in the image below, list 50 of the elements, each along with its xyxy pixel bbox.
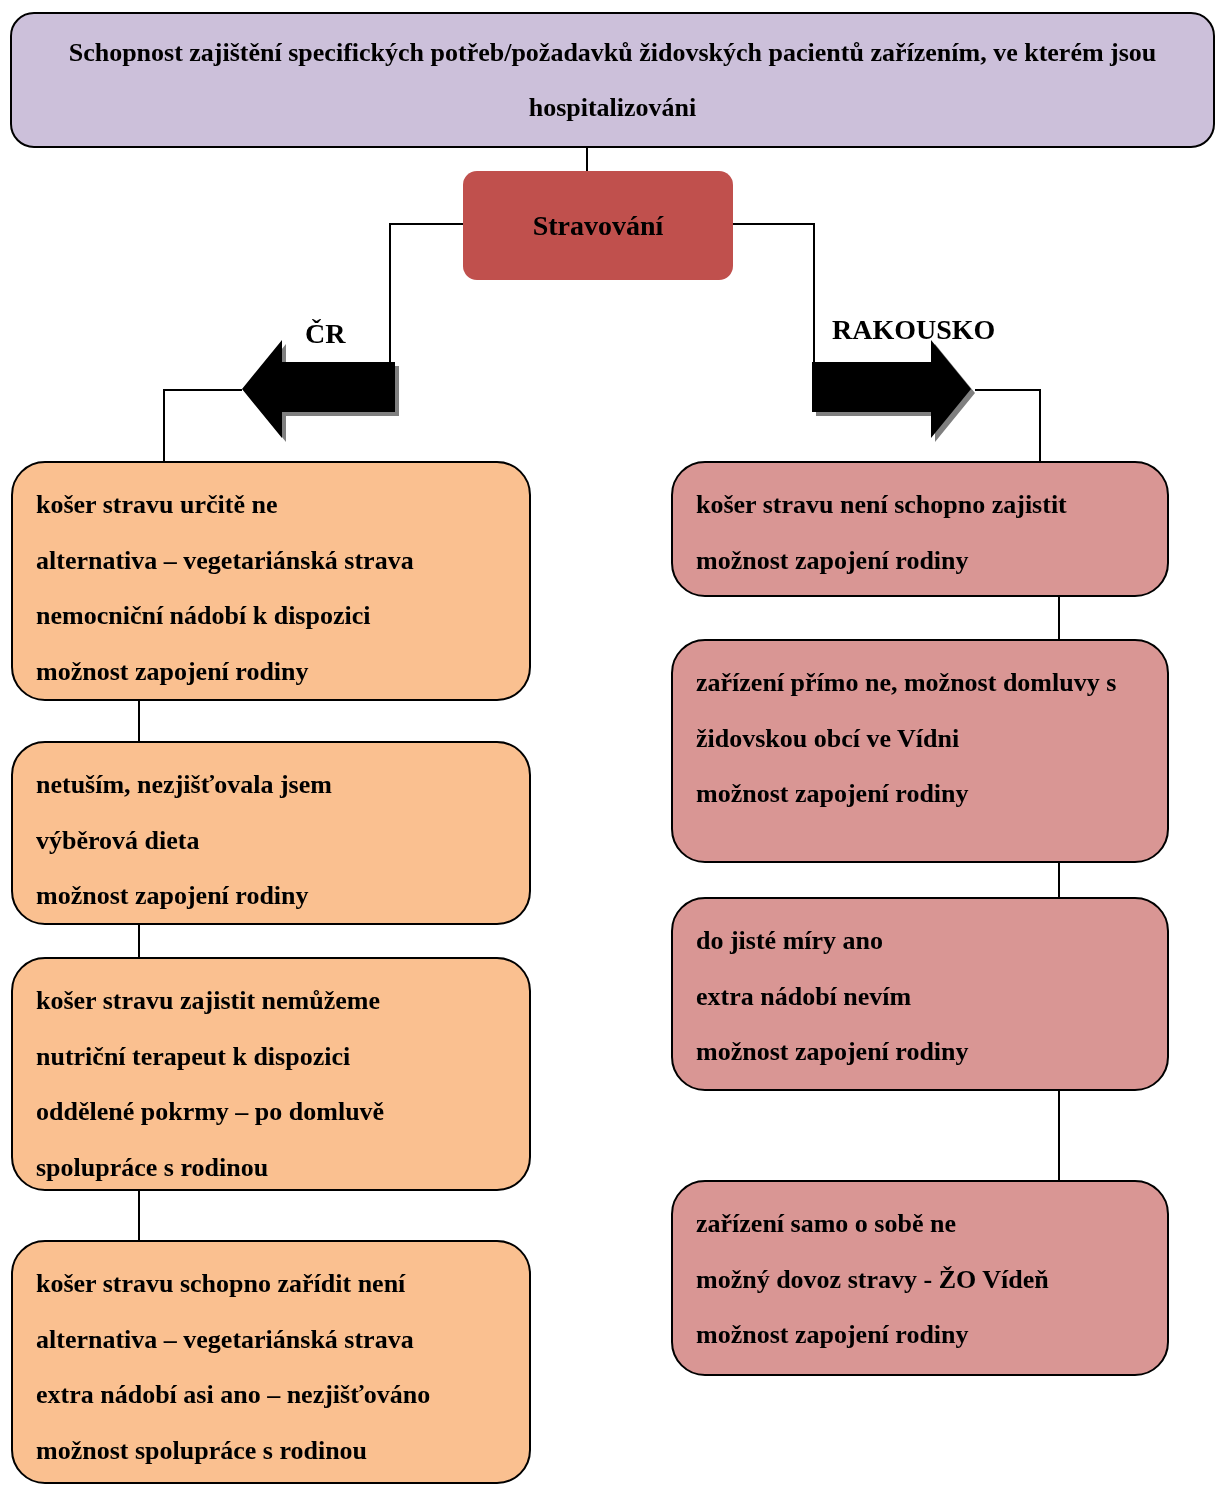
connector-line (389, 223, 464, 363)
answer-text: nutriční terapeut k dispozici (36, 1040, 352, 1073)
answer-box (11, 957, 531, 1191)
answer-text: možnost zapojení rodiny (696, 1036, 970, 1068)
connector-line (138, 924, 140, 958)
answer-text: extra nádobí asi ano – nezjišťováno (36, 1379, 432, 1411)
answer-text: možnost zapojení rodiny (696, 1319, 970, 1351)
answer-text: oddělené pokrmy – po domluvě (36, 1096, 386, 1128)
connector-line (732, 223, 815, 363)
answer-text: možnost spolupráce s rodinou (36, 1434, 369, 1467)
block-arrow (812, 340, 975, 442)
answer-text: alternativa – vegetariánská strava (36, 544, 415, 577)
answer-text: alternativa – vegetariánská strava (36, 1323, 415, 1356)
answer-text: do jisté míry ano (696, 925, 885, 957)
connector-line (1058, 1090, 1060, 1181)
country-label: ČR (305, 318, 346, 350)
connector-line (1058, 596, 1060, 640)
answer-box (11, 1240, 531, 1484)
answer-text: možnost zapojení rodiny (36, 655, 310, 688)
connector-line (163, 389, 243, 462)
category-label: Stravování (531, 208, 665, 243)
country-label: RAKOUSKO (832, 314, 996, 346)
answer-text: košer stravu schopno zařídit není (36, 1268, 407, 1300)
connector-line (138, 700, 140, 742)
answer-box (671, 1180, 1169, 1376)
heading-box (10, 12, 1215, 148)
answer-text: možnost zapojení rodiny (696, 778, 970, 810)
connector-line (138, 1190, 140, 1241)
answer-box (671, 639, 1169, 863)
answer-text: možnost zapojení rodiny (696, 544, 970, 577)
connector-line (586, 147, 588, 172)
answer-text: výběrová dieta (36, 824, 201, 857)
answer-box (11, 741, 531, 925)
answer-text: netuším, nezjišťovala jsem (36, 769, 333, 801)
connector-line (974, 389, 1041, 462)
answer-box (671, 897, 1169, 1091)
connector-line (1058, 862, 1060, 898)
answer-text: nemocniční nádobí k dispozici (36, 600, 372, 632)
heading-text: Schopnost zajištění specifických potřeb/požadavků židovských pacientů zařízením, ve kterém jsou hospitalizováni (67, 36, 1158, 124)
answer-text: extra nádobí nevím (696, 980, 913, 1013)
answer-text: košer stravu není schopno zajistit (696, 489, 1068, 521)
category-box (463, 171, 733, 280)
answer-box (11, 461, 531, 701)
answer-text: zařízení samo o sobě ne (696, 1208, 957, 1240)
answer-text: košer stravu určitě ne (36, 489, 279, 521)
answer-text: spolupráce s rodinou (36, 1151, 270, 1184)
answer-text: košer stravu zajistit nemůžeme (36, 985, 381, 1017)
answer-text: možný dovoz stravy - ŽO Vídeň (696, 1263, 1050, 1296)
answer-box (671, 461, 1169, 597)
answer-text: možnost zapojení rodiny (36, 880, 310, 912)
